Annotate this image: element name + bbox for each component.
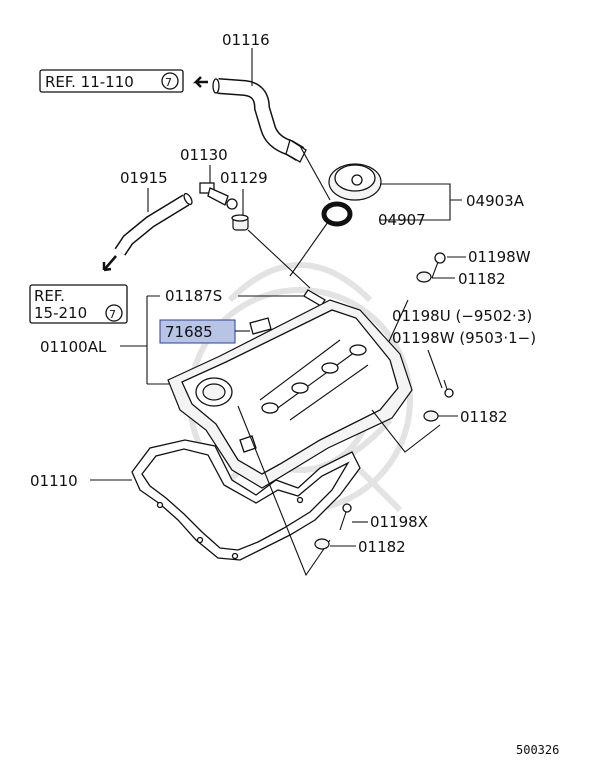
washer-icon xyxy=(416,271,432,283)
bracket-leader xyxy=(120,295,176,385)
bolt-icon xyxy=(443,379,454,398)
grommet-icon xyxy=(231,214,249,231)
part-label-01198W-mid[interactable]: 01198W (9503·1−) xyxy=(392,329,536,347)
ref-text-11-110: REF. 11-110 xyxy=(45,73,134,91)
o-ring-icon xyxy=(321,201,353,227)
part-label-04907[interactable]: 04907 xyxy=(378,211,426,229)
part-label-71685[interactable]: 71685 xyxy=(165,323,213,341)
part-label-01187S[interactable]: 01187S xyxy=(165,287,222,305)
leader xyxy=(385,299,409,349)
diagram-code: 500326 xyxy=(516,743,559,757)
washer-icon xyxy=(314,538,330,550)
ref-box-11-110[interactable]: REF. 11-110 7 xyxy=(39,69,184,93)
part-label-01129[interactable]: 01129 xyxy=(220,169,268,187)
arrow-left-icon xyxy=(192,76,208,88)
leader xyxy=(247,145,441,453)
part-label-01198X[interactable]: 01198X xyxy=(370,513,428,531)
bracket-leader xyxy=(380,183,462,221)
leader xyxy=(237,405,331,577)
ref-box-15-210[interactable]: REF. 15-210 7 xyxy=(29,284,128,324)
ref-text-15-210-line2: 15-210 xyxy=(34,304,87,322)
part-label-01182-mid[interactable]: 01182 xyxy=(460,408,508,426)
part-label-01110[interactable]: 01110 xyxy=(30,472,78,490)
bolt-icon xyxy=(339,503,352,531)
part-label-01915[interactable]: 01915 xyxy=(120,169,168,187)
oil-cap-icon xyxy=(328,163,382,201)
breather-hose-icon xyxy=(114,192,193,256)
part-label-01100AL[interactable]: 01100AL xyxy=(40,338,107,356)
ref-circle-num: 7 xyxy=(165,76,172,89)
arrow-down-left-icon xyxy=(102,255,117,272)
part-label-01198W-top[interactable]: 01198W xyxy=(468,248,531,266)
pcv-valve-icon xyxy=(199,182,238,210)
washer-icon xyxy=(423,410,439,422)
label-sticker-icon xyxy=(249,317,272,335)
leader xyxy=(427,349,443,389)
part-label-01198U[interactable]: 01198U (−9502·3) xyxy=(392,307,532,325)
ref-circle-num: 7 xyxy=(109,308,116,321)
ref-text-15-210-line1: REF. xyxy=(34,287,65,305)
gasket-icon xyxy=(131,439,361,561)
bolt-icon xyxy=(431,252,446,279)
valve-cover-icon xyxy=(167,299,413,489)
part-label-01116[interactable]: 01116 xyxy=(222,31,270,49)
part-label-04903A[interactable]: 04903A xyxy=(466,192,525,210)
part-label-01182-top[interactable]: 01182 xyxy=(458,270,506,288)
hose-part-icon xyxy=(212,78,307,163)
part-label-01182-bot[interactable]: 01182 xyxy=(358,538,406,556)
part-label-01130[interactable]: 01130 xyxy=(180,146,228,164)
